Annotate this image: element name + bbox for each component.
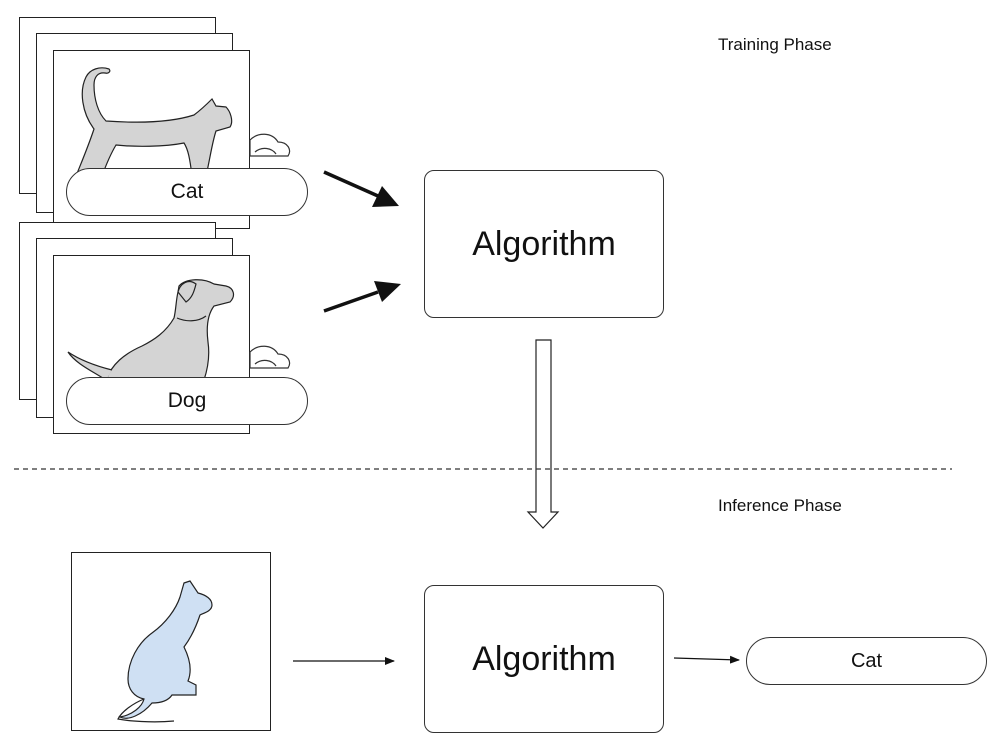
dog-sitting-icon xyxy=(67,279,235,381)
cat-to-algorithm-arrow xyxy=(323,170,399,207)
cat-walking-icon xyxy=(75,67,233,177)
cat-label: Cat xyxy=(170,180,204,203)
training-phase-label: Training Phase xyxy=(718,35,832,54)
inference-output-label: Cat xyxy=(850,649,883,672)
dog-label-pill: Dog xyxy=(66,377,308,425)
inference-algorithm-box: Algorithm xyxy=(424,585,664,733)
training-algorithm-box: Algorithm xyxy=(424,170,664,318)
cat-pill-cloud xyxy=(249,133,291,157)
dog-label: Dog xyxy=(167,389,207,412)
transfer-down-arrow xyxy=(526,339,560,529)
inference-input-card xyxy=(71,552,271,731)
cat-sitting-icon xyxy=(117,580,213,723)
cat-label-pill: Cat xyxy=(66,168,308,216)
algorithm-to-output-arrow xyxy=(673,655,740,664)
inference-algorithm-label: Algorithm xyxy=(472,639,616,678)
inference-phase-label: Inference Phase xyxy=(718,496,842,515)
inference-output-pill: Cat xyxy=(746,637,987,685)
dog-to-algorithm-arrow xyxy=(323,281,401,313)
training-algorithm-label: Algorithm xyxy=(472,224,616,263)
dog-pill-cloud xyxy=(249,345,291,369)
